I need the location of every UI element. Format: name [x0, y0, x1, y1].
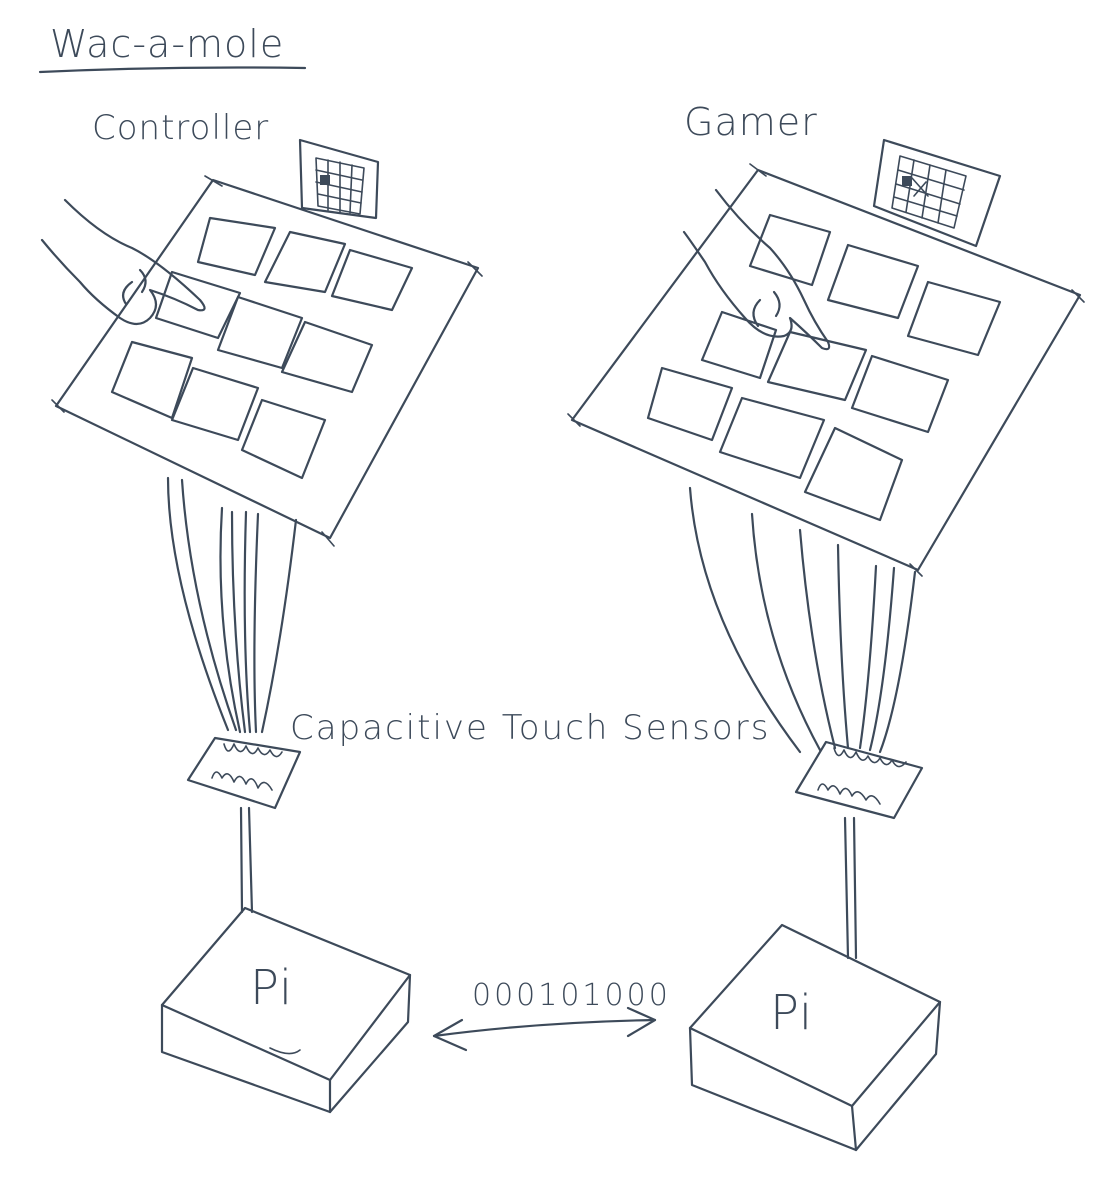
gamer-wires [688, 486, 917, 754]
gamer-panel [567, 163, 1085, 577]
gamer-label: Gamer [684, 100, 818, 144]
cable-right [843, 816, 858, 960]
pi-left-label: Pi [250, 960, 294, 1016]
sensor-board-right [794, 740, 924, 820]
pi-box-left [160, 906, 412, 1114]
gamer-hand-icon [682, 188, 831, 351]
controller-hand-icon [40, 198, 206, 326]
cable-left [239, 806, 254, 914]
controller-wires [166, 476, 298, 734]
title-underline [38, 66, 307, 74]
data-link-arrow [432, 1006, 657, 1052]
pi-right-label: Pi [770, 985, 814, 1041]
pi-box-right [688, 923, 942, 1152]
gamer-mini-display [872, 138, 1002, 248]
data-bits-label: 000101000 [472, 978, 671, 1013]
controller-mini-display [298, 138, 380, 220]
sensors-label: Capacitive Touch Sensors [290, 708, 771, 748]
sensor-board-left [186, 736, 302, 810]
page-title: Wac-a-mole [50, 22, 285, 66]
controller-panel [51, 175, 483, 547]
controller-label: Controller [92, 108, 270, 148]
